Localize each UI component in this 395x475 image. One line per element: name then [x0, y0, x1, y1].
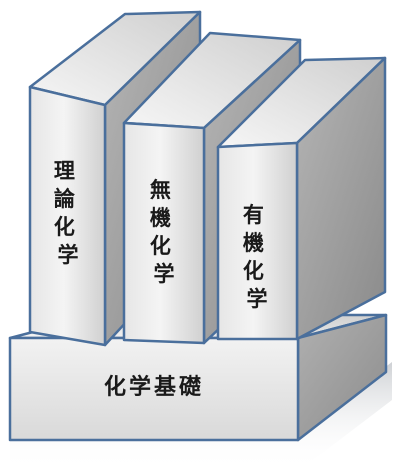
- book2-label-char-1: 無: [150, 178, 171, 202]
- book2-label-char-3: 化: [150, 234, 171, 258]
- book2-label-char-4: 学: [154, 262, 175, 286]
- base-shadow: [10, 362, 392, 470]
- book2-label: 無 機 化 学: [150, 178, 178, 286]
- book1-label-char-3: 化: [54, 215, 75, 239]
- book3-label: 有 機 化 学: [243, 203, 271, 311]
- book3-label-char-4: 学: [247, 287, 268, 311]
- book1-label-char-4: 学: [58, 243, 79, 267]
- book2-label-char-2: 機: [150, 206, 171, 230]
- book3-label-char-1: 有: [243, 203, 264, 227]
- book1-label-char-1: 理: [54, 159, 75, 183]
- foundation-label: 化学基礎: [104, 374, 204, 400]
- book-organic-chemistry: 有 機 化 学: [216, 56, 387, 341]
- book2-front-face: [122, 121, 206, 345]
- book1-label: 理 論 化 学: [54, 159, 82, 267]
- book3-label-char-3: 化: [243, 259, 264, 283]
- book1-front-face: [28, 85, 107, 347]
- book1-label-char-2: 論: [54, 187, 76, 211]
- book3-label-char-2: 機: [243, 231, 264, 255]
- book3-front-face: [216, 141, 299, 341]
